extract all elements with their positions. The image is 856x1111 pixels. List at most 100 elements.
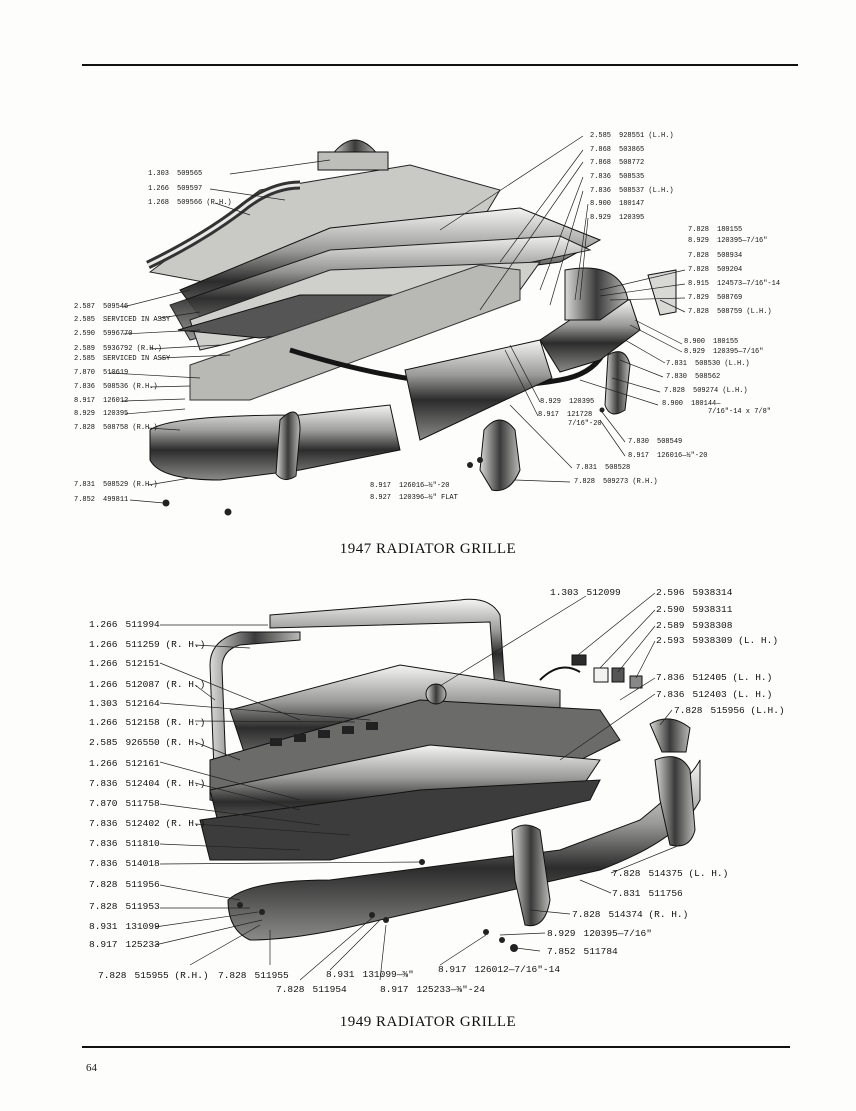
splash-panel-1947 — [189, 264, 521, 401]
bumper-1947 — [149, 267, 641, 481]
top-rule — [82, 64, 798, 66]
grille-body-1949 — [199, 664, 621, 861]
caption-1949-radiator-grille: 1949 RADIATOR GRILLE — [339, 1014, 517, 1030]
upper-molding-1949 — [209, 598, 506, 771]
bumper-guard-1947-rh — [275, 411, 301, 480]
bumper-guard-1947-lh — [479, 419, 521, 492]
page-number: 64 — [86, 1062, 97, 1074]
hood-ornament-1947 — [317, 139, 389, 171]
grille-teeth-1949 — [270, 722, 378, 746]
center-emblem-1949 — [425, 683, 447, 705]
caption-1947-radiator-grille: 1947 RADIATOR GRILLE — [339, 541, 517, 557]
bumper-guard-1949-rh — [511, 824, 551, 927]
callout-1947: 7/16"-14 x 7/8" — [708, 408, 772, 416]
bottom-rule — [82, 1046, 790, 1048]
callout-1947: 7/16"-20 — [568, 420, 602, 428]
small-lamps-1949 — [571, 654, 643, 689]
grille-1947-illustration — [109, 135, 686, 516]
bumper-guard-1949-lh — [654, 756, 696, 847]
